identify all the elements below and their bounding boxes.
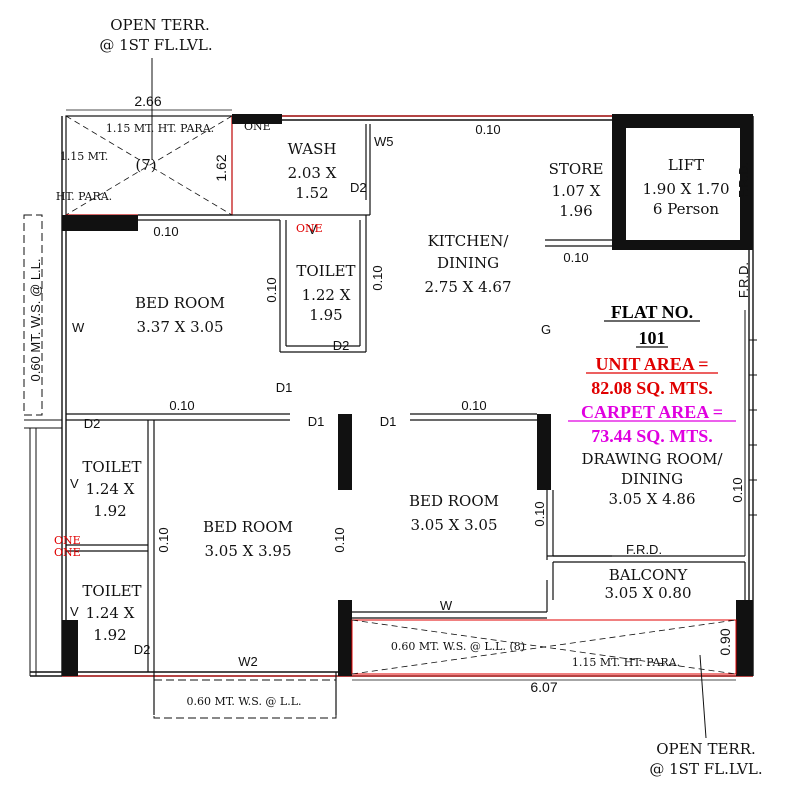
kitchen-name: KITCHEN/ [428,232,510,250]
flat-title: FLAT NO. [611,302,693,322]
wall-thk-store: 0.10 [563,250,588,265]
right-ticks [749,339,757,516]
drawing-size: 3.05 X 4.86 [608,490,695,508]
store-size2: 1.96 [559,202,592,220]
bottom-terrace-label-2: @ 1ST FL.LVL. [649,760,762,778]
door-d1-bed2: D1 [308,414,325,429]
door-d2-toilet3: D2 [134,642,151,657]
lift-capacity: 6 Person [653,200,720,218]
lift-name: LIFT [668,156,704,174]
interior-walls [66,124,746,715]
frd-lift: F.R.D. [736,162,751,198]
store-name: STORE [549,160,604,178]
lift-size: 1.90 X 1.70 [642,180,729,198]
window-w-bed3: W [440,598,453,613]
top-terrace-label-1: OPEN TERR. [110,16,210,34]
door-d2-toilet2: D2 [84,416,101,431]
carpet-area-value: 73.44 SQ. MTS. [591,426,713,446]
frd-right: F.R.D. [736,262,751,298]
wall-thk-toilet1-right: 0.10 [370,265,385,290]
dim-balcony-h: 0.90 [717,628,733,655]
ws-left-label: 0.60 MT. W.S. @ L.L. [28,258,43,381]
gas-g-label: G [541,322,551,337]
wall-thk-bed2-left: 0.10 [156,527,171,552]
wall-thk-passage-right: 0.10 [461,398,486,413]
para-side-2: HT. PARA. [56,190,112,203]
wall-thk-bed1: 0.10 [153,224,178,239]
drawing-name: DRAWING ROOM/ [581,450,723,468]
bed2-name: BED ROOM [203,518,293,536]
dim-terrace-h: 1.62 [213,154,229,181]
vent-v-toilet2: V [70,476,79,491]
kitchen-size: 2.75 X 4.67 [424,278,511,296]
unit-area-label: UNIT AREA = [596,354,709,374]
bottom-terrace [351,619,737,675]
bed1-name: BED ROOM [135,294,225,312]
door-d2-toilet1: D2 [333,338,350,353]
frd-balcony: F.R.D. [626,542,662,557]
toilet3-name: TOILET [82,582,141,600]
toilet1-size: 1.22 X [302,286,351,304]
kitchen-name2: DINING [437,254,499,272]
one-label-top: ONE [244,120,271,133]
dim-bottom-width: 6.07 [530,679,557,695]
dim-top-width: 2.66 [134,93,161,109]
left-window-sill [23,214,43,416]
wall-thk-bed3: 0.10 [532,501,547,526]
top-terrace-label-2: @ 1ST FL.LVL. [99,36,212,54]
toilet1-size2: 1.95 [309,306,342,324]
columns [62,114,753,676]
door-d1-bed3: D1 [380,414,397,429]
window-w5: W5 [374,134,394,149]
para-top-label: 1.15 MT. HT. PARA. [106,122,214,135]
vent-v-toilet3: V [70,604,79,619]
bottom-window-sill [153,679,337,719]
wall-thk-toilet1-left: 0.10 [264,277,279,302]
wall-thk-passage-left: 0.10 [169,398,194,413]
door-d2-wash: D2 [350,180,367,195]
window-w-bed1: W [72,320,85,335]
toilet2-size2: 1.92 [93,502,126,520]
bed3-size: 3.05 X 3.05 [410,516,497,534]
unit-area-value: 82.08 SQ. MTS. [591,378,713,398]
toilet3-size: 1.24 X [86,604,135,622]
carpet-area-label: CARPET AREA = [581,402,723,422]
wash-size: 2.03 X [288,164,337,182]
wall-thk-drawing: 0.10 [730,477,745,502]
toilet3-size2: 1.92 [93,626,126,644]
wash-name: WASH [288,140,337,158]
balcony-size: 3.05 X 0.80 [604,584,691,602]
door-d1-passage: D1 [276,380,293,395]
terrace-mark-7: (7) [135,156,156,174]
flat-number: 101 [639,328,666,348]
store-size: 1.07 X [552,182,601,200]
left-ledge [24,419,62,676]
ws-balcony-label: 0.60 MT. W.S. @ L.L. (8) [391,640,525,653]
drawing-name2: DINING [621,470,683,488]
bottom-terrace-label-1: OPEN TERR. [656,740,756,758]
window-w2: W2 [238,654,258,669]
bed2-size: 3.05 X 3.95 [204,542,291,560]
wash-size2: 1.52 [295,184,328,202]
toilet2-name: TOILET [82,458,141,476]
balcony-name: BALCONY [609,566,689,584]
vent-v-wash: V [308,222,317,237]
one-label-left-1: ONE [54,534,81,547]
toilet2-size: 1.24 X [86,480,135,498]
one-label-wash: ONE [296,222,323,235]
one-label-left-2: ONE [54,546,81,559]
toilet1-name: TOILET [296,262,355,280]
para-side-1: 1.15 MT. [60,150,108,163]
wall-thk-top: 0.10 [475,122,500,137]
bed3-name: BED ROOM [409,492,499,510]
bed1-size: 3.37 X 3.05 [136,318,223,336]
bottom-terrace-pointer [699,654,707,739]
para-bottom-label: 1.15 MT. HT. PARA. [572,656,680,669]
wall-thk-bed2-right: 0.10 [332,527,347,552]
ws-bottom-label: 0.60 MT. W.S. @ L.L. [186,695,301,708]
